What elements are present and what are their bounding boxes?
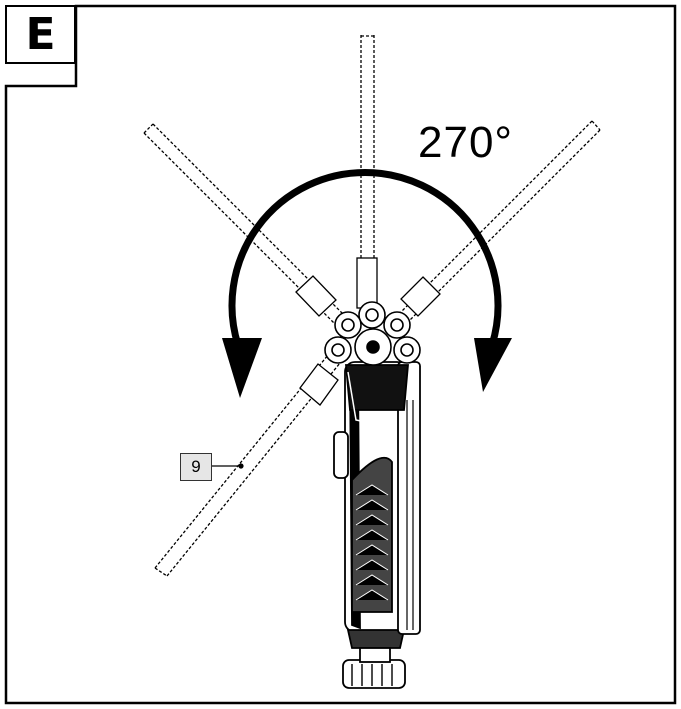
grip-texture xyxy=(355,484,389,601)
rod-positions xyxy=(143,35,601,577)
part-reference-box: 9 xyxy=(180,453,212,481)
gear-hub xyxy=(324,301,421,366)
panel-letter-tag: E xyxy=(5,5,76,64)
rod-right-diagonal xyxy=(389,120,601,333)
rotation-arrow-270 xyxy=(222,169,512,398)
panel-frame xyxy=(4,4,677,705)
rotation-angle-label: 270° xyxy=(418,118,514,167)
rod-sleeves xyxy=(295,275,441,406)
handle-body xyxy=(333,361,421,689)
panel-letter: E xyxy=(25,8,56,60)
rod-lower-left xyxy=(154,354,341,577)
part-reference-number: 9 xyxy=(191,457,201,476)
reference-leader-line xyxy=(212,463,244,469)
